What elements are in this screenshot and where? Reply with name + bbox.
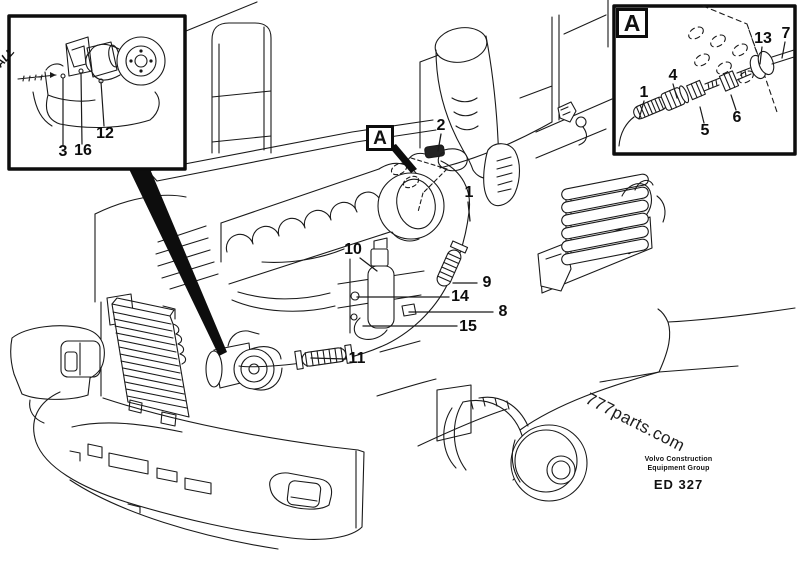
callout-12: 12 — [96, 125, 114, 142]
inset-callout-7: 7 — [781, 25, 791, 42]
callout-15: 15 — [459, 318, 477, 335]
hose-harness-art — [238, 160, 471, 370]
clip-part2-art — [407, 144, 468, 172]
callout-11: 11 — [348, 350, 366, 367]
publisher-line1: Volvo Construction — [644, 456, 713, 463]
clip-and-wire-art — [557, 101, 588, 146]
louver-panel-art — [537, 173, 666, 294]
cab-structure-art — [147, 0, 613, 182]
callout-2: 2 — [436, 117, 446, 134]
axle-hub-art — [376, 340, 588, 502]
publisher-line2: Equipment Group — [647, 464, 710, 472]
callout-10: 10 — [344, 241, 362, 258]
callout-1: 1 — [464, 184, 474, 201]
callout-8: 8 — [498, 303, 508, 320]
inset-callout-4: 4 — [668, 67, 678, 84]
main-leader-lines — [310, 133, 494, 360]
leader-wedge-detail-a — [389, 144, 417, 173]
air-duct-art — [483, 143, 521, 207]
publisher-block: Volvo Construction Equipment Group ED 32… — [628, 456, 729, 492]
compressor-art — [205, 330, 283, 391]
radiator-art — [111, 297, 190, 427]
callout-3: 3 — [58, 143, 68, 160]
inset-callout-1: 1 — [639, 84, 649, 101]
inset-callout-13: 13 — [754, 30, 772, 47]
inset-callout-6: 6 — [732, 109, 742, 126]
detail-a-main-marker: A — [366, 125, 394, 151]
callout-9: 9 — [482, 274, 492, 291]
inset-callout-5: 5 — [700, 122, 710, 139]
fender-lamp-art — [10, 325, 105, 424]
callout-16: 16 — [74, 142, 92, 159]
inset-leader-lines — [638, 41, 786, 124]
leader-wedge-pulley-inset — [129, 169, 227, 356]
figure-code: ED 327 — [653, 477, 704, 492]
inset-pulley-box — [7, 14, 187, 171]
bumper-art — [33, 391, 365, 550]
callout-14: 14 — [451, 288, 469, 305]
chassis-lines-art — [519, 307, 796, 431]
detail-a-inset-marker: A — [616, 8, 648, 38]
